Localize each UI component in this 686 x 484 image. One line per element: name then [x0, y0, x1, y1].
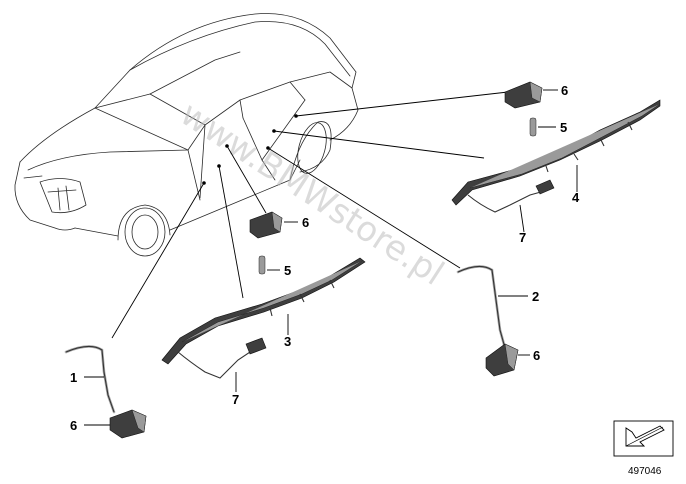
- callout-5-top: 5: [560, 120, 567, 135]
- callout-2: 2: [532, 289, 539, 304]
- callout-7-left: 7: [232, 392, 239, 407]
- sensor-part-6-top: [504, 81, 558, 109]
- cable-part-1: [64, 345, 116, 414]
- callout-3: 3: [284, 334, 291, 349]
- sensor-part-6-right: [485, 343, 530, 377]
- callout-7-right: 7: [519, 230, 526, 245]
- sensor-part-6-mid: [249, 211, 298, 239]
- callout-6-mid: 6: [302, 215, 309, 230]
- document-number: 497046: [628, 466, 662, 477]
- screw-part-5-mid: [258, 255, 280, 275]
- callout-4: 4: [572, 190, 580, 205]
- leader-lines: [111, 91, 509, 339]
- callout-6-right: 6: [533, 348, 540, 363]
- airbag-rail-part-4: [451, 99, 661, 233]
- callout-labels: 6 5 4 7 6 5 2 3 6 1 7 6: [70, 83, 580, 433]
- screw-part-5-top: [529, 117, 556, 137]
- callout-5-mid: 5: [284, 263, 291, 278]
- cable-part-2: [456, 265, 528, 350]
- airbag-rail-part-3: [161, 257, 366, 392]
- arrow-reference-icon: [613, 420, 674, 457]
- callout-6-left: 6: [70, 418, 77, 433]
- callout-1: 1: [70, 370, 77, 385]
- car-outline-icon: [14, 13, 359, 257]
- sensor-part-6-left: [84, 409, 147, 439]
- callout-6-top: 6: [561, 83, 568, 98]
